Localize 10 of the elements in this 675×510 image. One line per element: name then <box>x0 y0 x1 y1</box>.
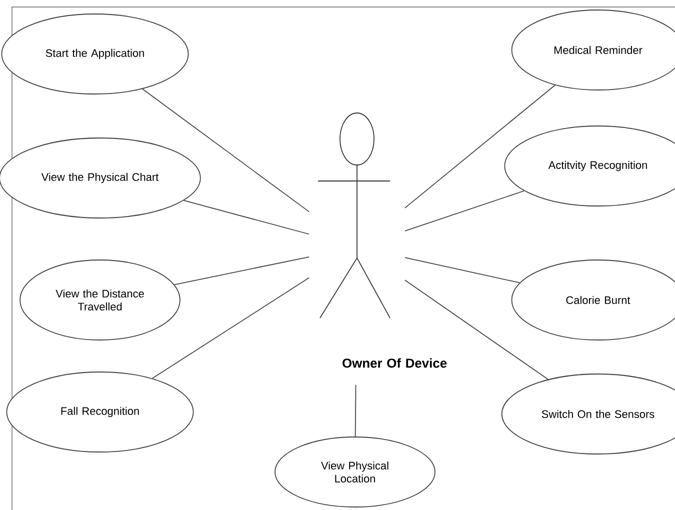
association-line <box>142 88 310 212</box>
association-line <box>354 384 356 437</box>
association-line <box>183 200 310 235</box>
association-line <box>174 256 310 286</box>
association-line <box>404 280 549 380</box>
association-line <box>404 190 524 232</box>
association-line <box>404 84 556 208</box>
association-line <box>152 277 310 379</box>
actor-label: Owner Of Device <box>342 358 447 368</box>
association-line <box>404 257 520 284</box>
